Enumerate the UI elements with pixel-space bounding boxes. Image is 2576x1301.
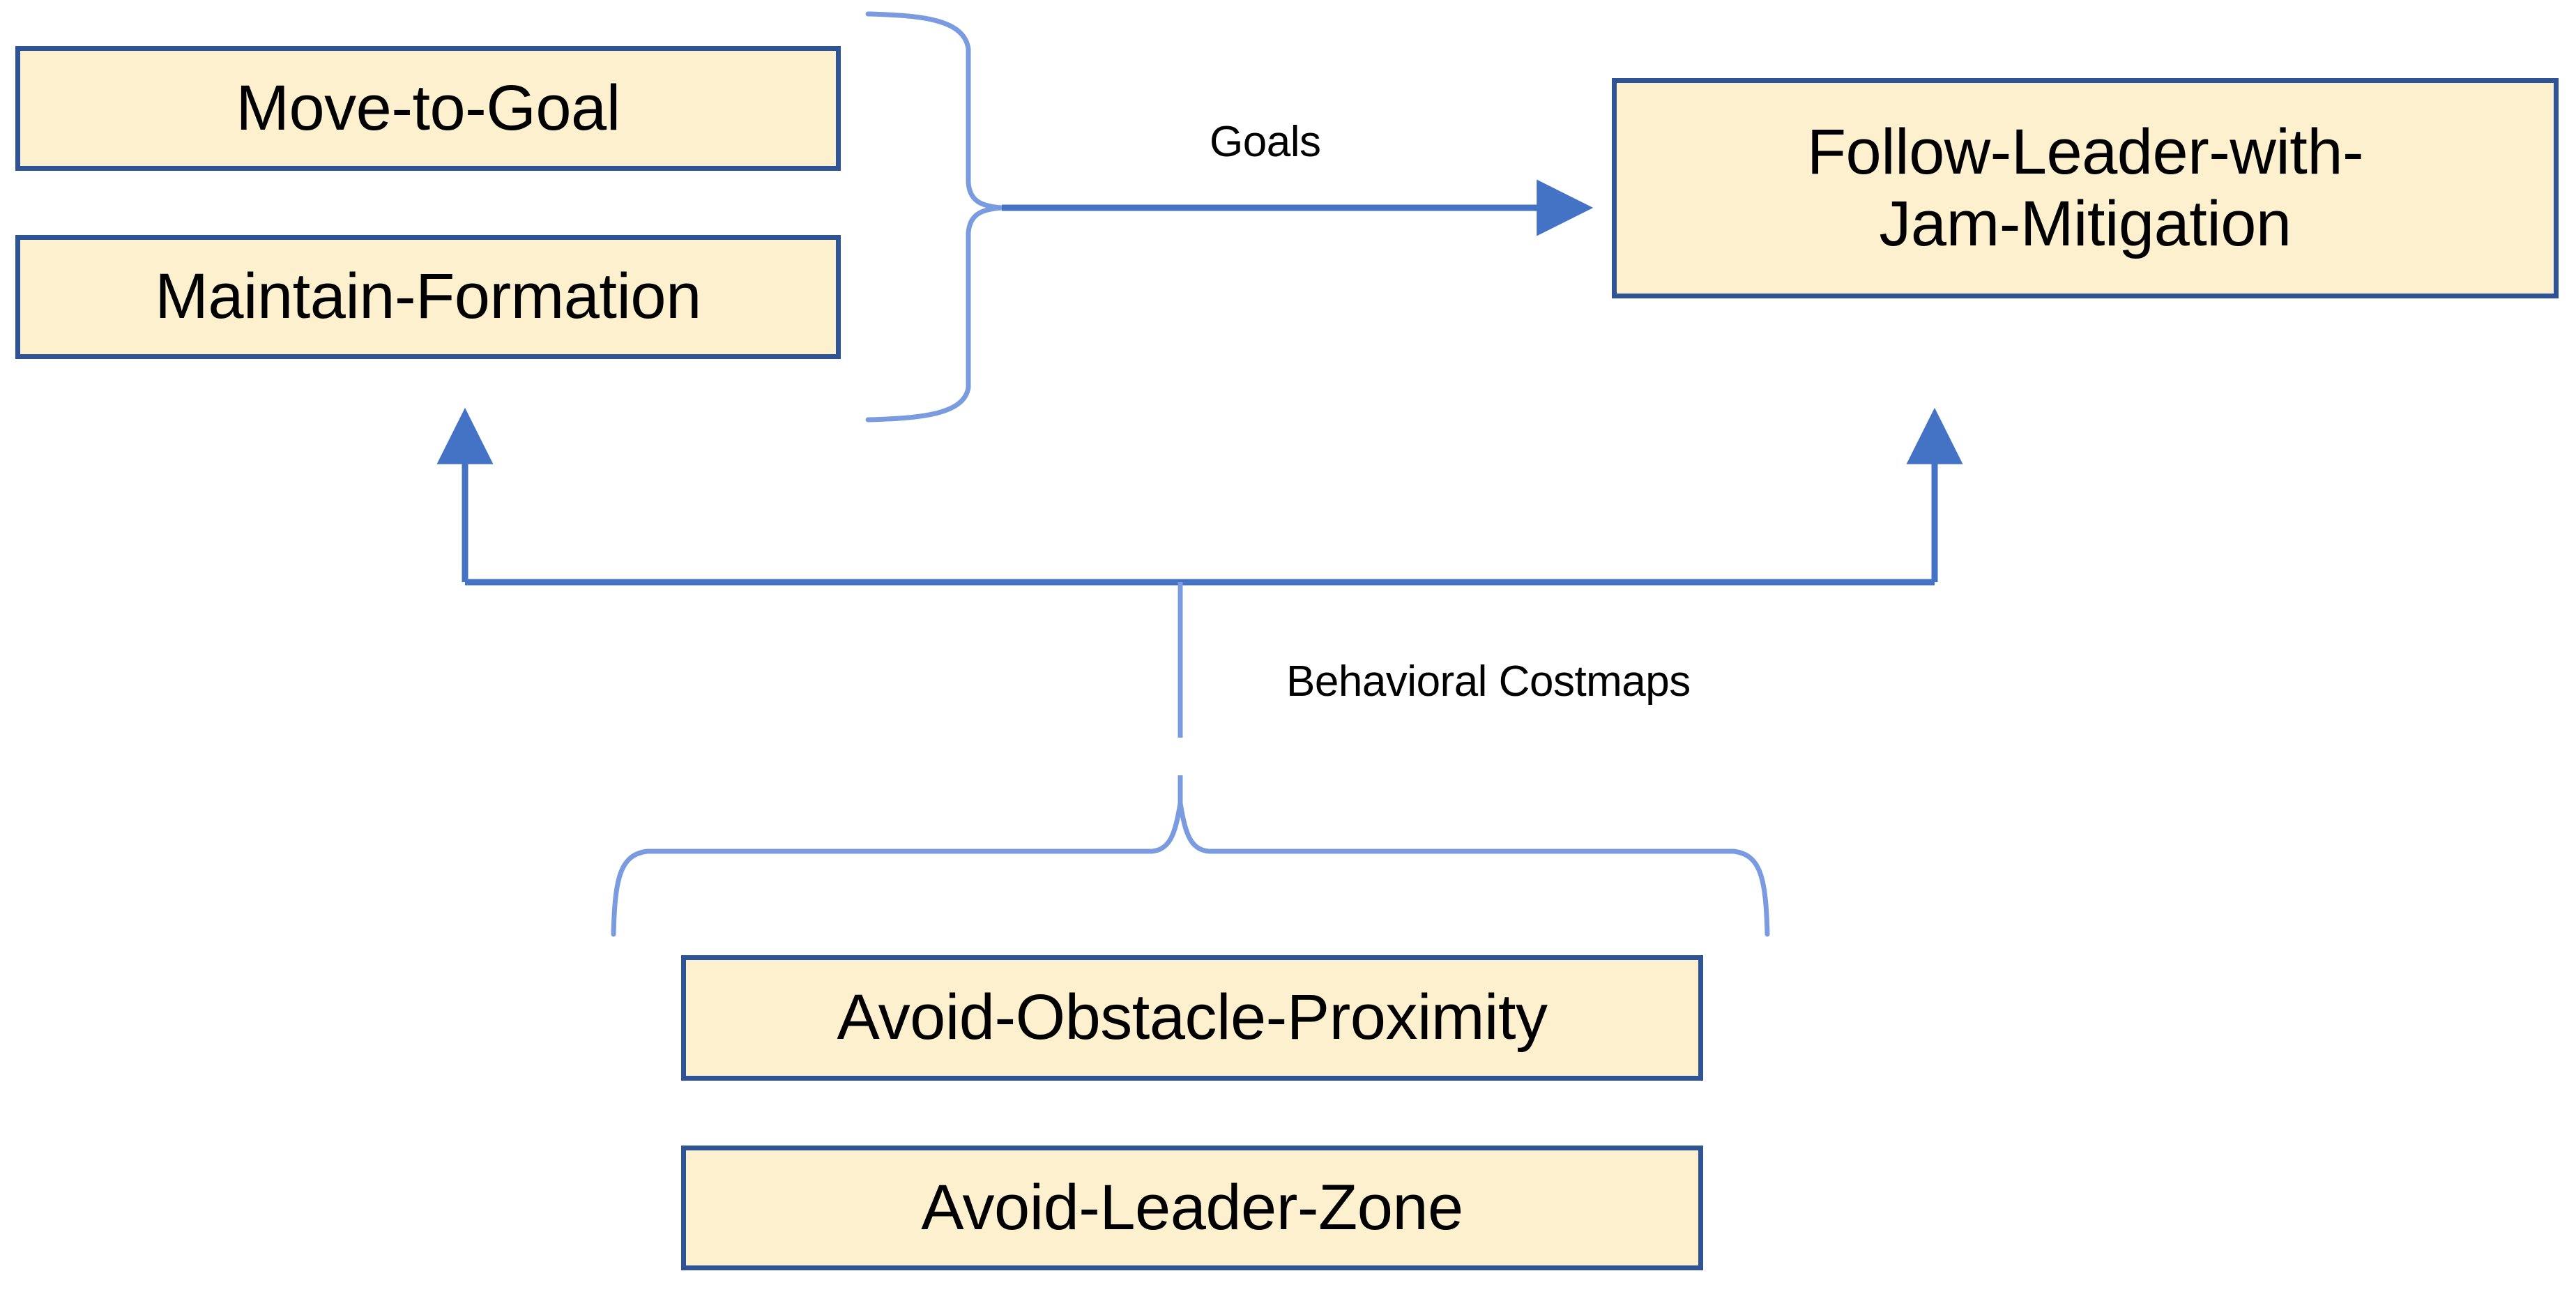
- node-avoid-leader-zone[interactable]: Avoid-Leader-Zone: [681, 1146, 1703, 1270]
- node-follow-leader-with-jam-mitigation[interactable]: Follow-Leader-with- Jam-Mitigation: [1612, 78, 2559, 298]
- node-maintain-formation[interactable]: Maintain-Formation: [15, 235, 841, 359]
- goal-behaviors-brace-icon: [865, 11, 1005, 423]
- node-avoid-obstacle-proximity[interactable]: Avoid-Obstacle-Proximity: [681, 955, 1703, 1081]
- edge-label-behavioral-costmaps: Behavioral Costmaps: [1286, 657, 1691, 706]
- node-move-to-goal[interactable]: Move-to-Goal: [15, 46, 841, 171]
- behavioral-costmaps-bus-icon: [436, 407, 1963, 803]
- costmap-behaviors-brace-icon: [611, 800, 1770, 937]
- edge-label-goals: Goals: [1210, 118, 1321, 166]
